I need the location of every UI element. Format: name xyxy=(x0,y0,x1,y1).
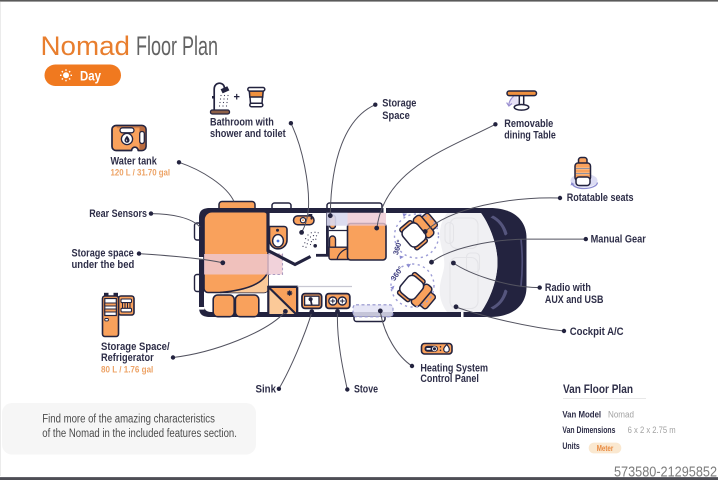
svg-text:Bathroom with: Bathroom with xyxy=(210,117,274,129)
svg-text:Rotatable seats: Rotatable seats xyxy=(567,192,634,204)
svg-text:120 L / 31.70 gal: 120 L / 31.70 gal xyxy=(111,167,171,177)
svg-text:shower and toilet: shower and toilet xyxy=(210,128,286,140)
svg-text:Storage Space/: Storage Space/ xyxy=(101,341,170,353)
svg-text:Heating System: Heating System xyxy=(420,363,488,375)
svg-text:dining Table: dining Table xyxy=(504,130,556,142)
svg-text:Refrigerator: Refrigerator xyxy=(101,352,154,364)
svg-text:Manual Gear: Manual Gear xyxy=(591,234,647,246)
svg-text:Van Model: Van Model xyxy=(562,409,601,420)
svg-text:Nomad: Nomad xyxy=(41,31,131,61)
svg-text:Find more of the amazing chara: Find more of the amazing characteristics xyxy=(42,414,215,426)
svg-text:Day: Day xyxy=(80,69,101,84)
svg-text:AUX and USB: AUX and USB xyxy=(545,294,604,306)
svg-text:Nomad: Nomad xyxy=(608,409,634,420)
svg-text:Sink: Sink xyxy=(256,384,277,396)
svg-text:Rear Sensors: Rear Sensors xyxy=(89,208,147,220)
svg-text:Space: Space xyxy=(382,110,410,122)
svg-text:Storage: Storage xyxy=(382,98,416,110)
svg-text:6 x 2 x 2.75 m: 6 x 2 x 2.75 m xyxy=(628,425,676,436)
svg-text:+: + xyxy=(234,92,240,104)
svg-text:Control Panel: Control Panel xyxy=(420,373,479,385)
svg-text:Units: Units xyxy=(562,441,579,452)
svg-text:Water tank: Water tank xyxy=(111,156,158,168)
svg-text:Van Floor Plan: Van Floor Plan xyxy=(563,382,633,396)
svg-text:573580-21295852: 573580-21295852 xyxy=(614,464,717,480)
svg-text:80 L / 1.76 gal: 80 L / 1.76 gal xyxy=(101,365,153,375)
svg-text:Cockpit A/C: Cockpit A/C xyxy=(570,326,624,338)
svg-text:under the bed: under the bed xyxy=(72,259,135,271)
svg-text:Removable: Removable xyxy=(504,118,553,130)
svg-text:of the Nomad in the included f: of the Nomad in the included features se… xyxy=(42,428,237,440)
svg-text:Meter: Meter xyxy=(597,444,614,453)
svg-text:Radio with: Radio with xyxy=(545,282,591,294)
svg-text:360°: 360° xyxy=(391,239,404,256)
svg-text:Van Dimensions: Van Dimensions xyxy=(562,425,615,436)
svg-text:Floor Plan: Floor Plan xyxy=(136,31,218,61)
svg-text:Storage space: Storage space xyxy=(72,247,134,259)
svg-text:Stove: Stove xyxy=(354,384,378,396)
